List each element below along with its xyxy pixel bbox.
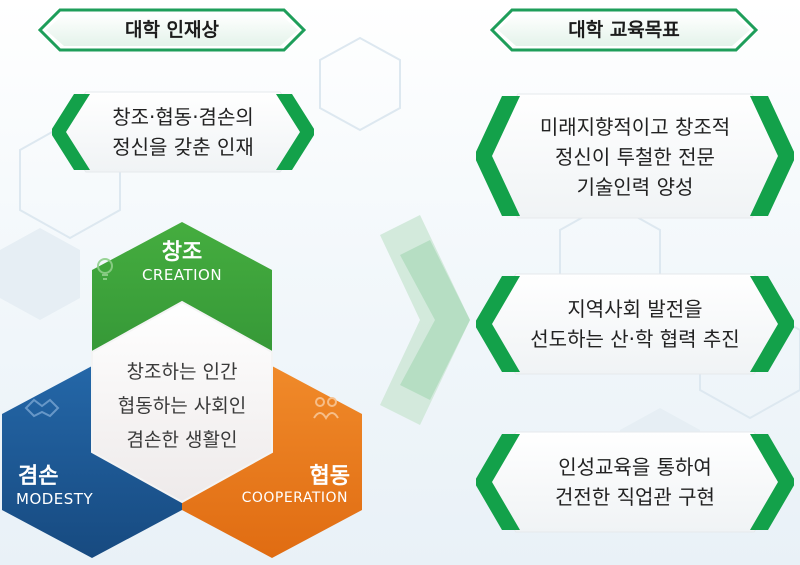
left-chevron-icon <box>474 434 520 530</box>
values-hexagon-diagram <box>2 222 362 558</box>
center-line-3: 겸손한 생활인 <box>126 429 238 451</box>
creation-title: 창조 <box>161 240 203 265</box>
goal-1-line-2: 정신이 투철한 전문 <box>555 145 715 169</box>
center-line-1: 창조하는 인간 <box>126 361 238 383</box>
right-header-title: 대학 교육목표 <box>568 19 680 41</box>
right-chevron-icon <box>750 96 796 216</box>
handshake-icon <box>24 398 60 418</box>
lightbulb-icon <box>97 258 113 280</box>
cooperation-title: 협동 <box>309 464 350 489</box>
people-icon <box>313 397 339 420</box>
goal-1-line-1: 미래지향적이고 창조적 <box>539 115 731 139</box>
goal-3-line-2: 건전한 직업관 구현 <box>555 485 715 509</box>
goal-1-line-3: 기술인력 양성 <box>576 175 694 199</box>
left-header-pill: 대학 인재상 <box>38 8 306 52</box>
center-line-2: 협동하는 사회인 <box>117 395 247 417</box>
cooperation-subtitle: COOPERATION <box>241 490 348 506</box>
ideal-talent-line-1: 창조·협동·겸손의 <box>112 105 254 129</box>
left-header-title: 대학 인재상 <box>124 19 219 41</box>
right-chevron-icon <box>750 276 796 372</box>
center-values: 창조하는 인간 협동하는 사회인 겸손한 생활인 <box>84 355 280 457</box>
center-hexagon <box>91 300 273 504</box>
right-chevron-icon <box>750 434 796 530</box>
flow-arrow <box>380 215 470 425</box>
ideal-talent-box: 창조·협동·겸손의 정신을 갖춘 인재 <box>50 88 316 176</box>
goal-box-3: 인성교육을 통하여 건전한 직업관 구현 <box>474 428 796 536</box>
right-chevron-icon <box>276 94 316 170</box>
left-chevron-icon <box>50 94 90 170</box>
right-header-pill: 대학 교육목표 <box>490 8 758 52</box>
goal-2-line-1: 지역사회 발전을 <box>567 297 703 321</box>
goal-box-2: 지역사회 발전을 선도하는 산·학 협력 추진 <box>474 270 796 378</box>
goal-box-1: 미래지향적이고 창조적 정신이 투철한 전문 기술인력 양성 <box>474 90 796 222</box>
ideal-talent-line-2: 정신을 갖춘 인재 <box>112 135 254 159</box>
goal-3-line-1: 인성교육을 통하여 <box>558 455 712 479</box>
modesty-subtitle: MODESTY <box>16 490 94 508</box>
modesty-title: 겸손 <box>18 464 59 489</box>
left-chevron-icon <box>474 276 520 372</box>
creation-subtitle: CREATION <box>141 266 223 284</box>
left-chevron-icon <box>474 96 520 216</box>
goal-2-line-2: 선도하는 산·학 협력 추진 <box>530 327 740 351</box>
